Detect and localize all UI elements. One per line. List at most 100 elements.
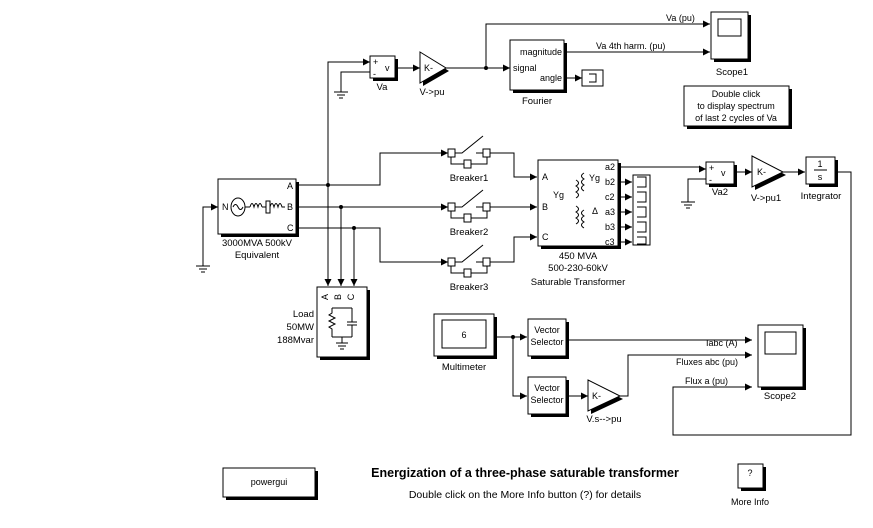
out-a3-port-label: a3	[605, 207, 615, 217]
scope2-label: Scope2	[764, 391, 796, 402]
in-c-port-label: C	[542, 232, 549, 242]
in-b-port-label: B	[542, 202, 548, 212]
powergui-block[interactable]: powergui	[222, 467, 318, 500]
source-rating-label: 3000MVA 500kV	[222, 238, 293, 249]
a-port-label: A	[287, 181, 293, 191]
load-b-port-label: B	[333, 294, 343, 300]
output-terminators	[632, 174, 651, 246]
gain-symbol: K-	[424, 63, 433, 73]
load-block[interactable]: A B C Load 50MW 188Mvar	[277, 286, 370, 360]
saturable-transformer-block[interactable]: A B C a2 b2 c2 a3 b3 c3 Yg Yg Δ 450 MVA …	[531, 159, 626, 288]
gain-symbol: K-	[757, 167, 766, 177]
more-info-button[interactable]: ? More Info	[731, 463, 769, 507]
fourier-block[interactable]: magnitude signal angle Fourier	[509, 39, 567, 107]
signal-label-iabc: Iabc (A)	[706, 338, 738, 348]
gain-label: V.s-->pu	[586, 414, 621, 425]
load-a-port-label: A	[320, 294, 330, 300]
load-reactive-label: 188Mvar	[277, 335, 314, 346]
in-a-port-label: A	[542, 172, 548, 182]
scope1-block[interactable]: Scope1	[710, 11, 751, 78]
fourier-label: Fourier	[522, 96, 552, 107]
minus-port-label: -	[373, 69, 376, 79]
scope2-block[interactable]: Scope2	[757, 324, 806, 402]
out-b3-port-label: b3	[605, 222, 615, 232]
powergui-label: powergui	[251, 477, 288, 487]
gain-v-pu1-block[interactable]: K- V->pu1	[751, 155, 786, 204]
breaker3-label: Breaker3	[450, 282, 489, 293]
selector-line-1: Vector	[534, 325, 560, 335]
va-label: Va	[377, 82, 389, 93]
magnitude-port-label: magnitude	[520, 47, 562, 57]
note-line-1: Double click	[712, 89, 761, 99]
source-equivalent-block[interactable]: N A B C 3000MVA 500kV Equivalent	[217, 178, 299, 261]
signal-label-fluxes-abc: Fluxes abc (pu)	[676, 357, 738, 367]
breaker3-block[interactable]: Breaker3	[447, 244, 491, 293]
question-mark-icon: ?	[747, 468, 752, 478]
selector-line-2: Selector	[530, 395, 563, 405]
block-symbol: v	[721, 168, 726, 178]
note-line-3: of last 2 cycles of Va	[695, 113, 777, 123]
load-c-port-label: C	[346, 293, 356, 300]
integrator-numerator: 1	[817, 159, 822, 169]
transformer-winding-icon	[575, 172, 585, 229]
va-measurement-block[interactable]: + - v Va	[369, 55, 398, 93]
gain-label: V->pu1	[751, 193, 781, 204]
va2-label: Va2	[712, 187, 728, 198]
multimeter-label: Multimeter	[442, 362, 486, 373]
terminator-icon	[581, 69, 604, 87]
block-symbol: v	[385, 63, 390, 73]
gain-label: V->pu	[419, 87, 444, 98]
gain-v-pu-block[interactable]: K- V->pu	[419, 51, 449, 98]
ground-symbols	[196, 91, 695, 273]
gain-vs-pu-block[interactable]: K- V.s-->pu	[586, 379, 623, 425]
gain-symbol: K-	[592, 391, 601, 401]
integrator-block[interactable]: 1 s Integrator	[801, 156, 842, 202]
b-port-label: B	[287, 202, 293, 212]
out-c3-port-label: c3	[605, 237, 615, 247]
vector-selector2-block[interactable]: Vector Selector	[527, 376, 569, 417]
multimeter-block[interactable]: 6 Multimeter	[433, 313, 497, 373]
integrator-label: Integrator	[801, 191, 842, 202]
transformer-rating-label: 450 MVA	[559, 251, 598, 262]
out-b2-port-label: b2	[605, 177, 615, 187]
minus-port-label: -	[709, 175, 712, 185]
note-line-2: to display spectrum	[697, 101, 775, 111]
angle-port-label: angle	[540, 73, 562, 83]
vector-selector1-block[interactable]: Vector Selector	[527, 318, 569, 359]
plus-port-label: +	[373, 57, 378, 67]
multimeter-value: 6	[461, 330, 466, 340]
n-port-label: N	[222, 202, 229, 212]
out-c2-port-label: c2	[605, 192, 615, 202]
c-port-label: C	[287, 223, 294, 233]
breaker1-block[interactable]: Breaker1	[447, 135, 491, 184]
winding3-label: Δ	[592, 206, 598, 216]
spectrum-note-block[interactable]: Double click to display spectrum of last…	[683, 85, 792, 129]
signal-label-flux-a: Flux a (pu)	[685, 376, 728, 386]
out-a2-port-label: a2	[605, 162, 615, 172]
wires	[202, 20, 852, 436]
diagram-title: Energization of a three-phase saturable …	[371, 466, 679, 480]
va2-measurement-block[interactable]: + - v Va2	[705, 161, 737, 198]
signal-port-label: signal	[513, 63, 537, 73]
breaker1-label: Breaker1	[450, 173, 489, 184]
load-power-label: 50MW	[287, 322, 314, 333]
breaker2-label: Breaker2	[450, 227, 489, 238]
signal-label-va-4th-harm: Va 4th harm. (pu)	[596, 41, 665, 51]
transformer-name-label: Saturable Transformer	[531, 277, 626, 288]
more-info-label: More Info	[731, 497, 769, 507]
ac-source-icon	[230, 197, 285, 217]
plus-port-label: +	[709, 163, 714, 173]
rl-load-icon	[327, 307, 357, 350]
signal-label-va-pu: Va (pu)	[666, 13, 695, 23]
breaker2-block[interactable]: Breaker2	[447, 189, 491, 238]
winding1-label: Yg	[553, 190, 564, 200]
integrator-denominator: s	[818, 172, 823, 182]
scope1-label: Scope1	[716, 67, 748, 78]
selector-line-1: Vector	[534, 383, 560, 393]
winding2-label: Yg	[589, 173, 600, 183]
selector-line-2: Selector	[530, 337, 563, 347]
transformer-voltage-label: 500-230-60kV	[548, 263, 608, 274]
diagram-subtitle: Double click on the More Info button (?)…	[409, 489, 641, 501]
source-name-label: Equivalent	[235, 250, 280, 261]
